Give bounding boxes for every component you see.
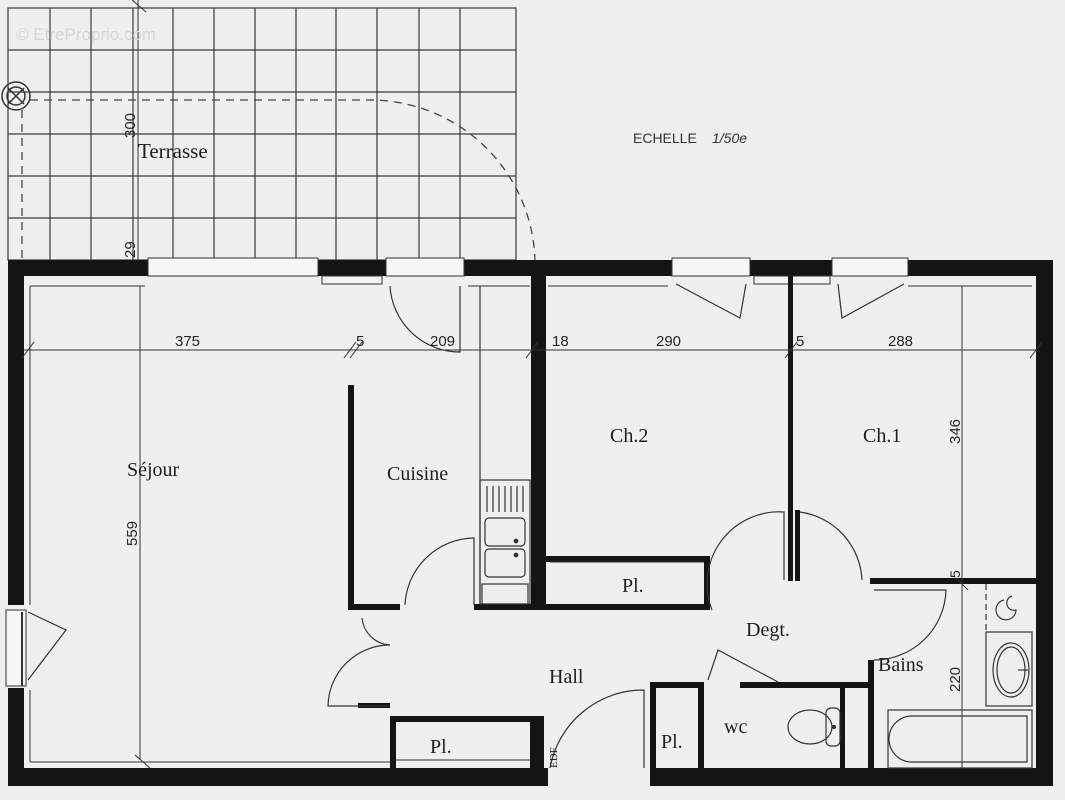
dim-ch1-depth: 346: [947, 419, 964, 444]
dim-terrasse-offset: 29: [122, 241, 139, 258]
dim-terrasse-depth: 300: [122, 113, 139, 138]
terrace-tile-grid: [7, 7, 517, 261]
dim-ch1-gap: 5: [796, 333, 804, 350]
dim-sejour-depth: 559: [124, 521, 141, 546]
room-label-sejour: Séjour: [127, 459, 180, 481]
outdoor-light-icon: [1, 81, 31, 111]
dim-bains-gap: 5: [947, 570, 963, 578]
dim-ch2-gap: 18: [552, 333, 569, 350]
room-label-terrasse: Terrasse: [138, 139, 208, 163]
kitchen-sink-icon: [479, 286, 531, 605]
room-label-placard-wc: Pl.: [661, 731, 683, 753]
edf-meter-label: EDF: [548, 747, 560, 768]
dim-ch1-width: 288: [888, 333, 913, 350]
room-label-bains: Bains: [878, 654, 924, 676]
water-heater-icon: [985, 584, 1017, 632]
door-swings: [27, 283, 947, 769]
dim-ch2-width: 290: [656, 333, 681, 350]
room-label-placard-ch2: Pl.: [622, 575, 644, 597]
dimension-lines: [21, 286, 1043, 769]
washbasin-icon: [985, 631, 1033, 707]
dim-bains-depth: 220: [947, 667, 964, 692]
dim-cuisine-gap: 5: [356, 333, 364, 350]
room-label-wc: wc: [724, 716, 747, 738]
room-label-cuisine: Cuisine: [387, 463, 448, 485]
scale-value: 1/50e: [712, 130, 747, 146]
room-label-ch2: Ch.2: [610, 425, 648, 447]
awning-outline: [30, 99, 536, 263]
bathtub-icon: [887, 709, 1033, 769]
room-label-hall: Hall: [549, 666, 584, 688]
room-label-placard-hall: Pl.: [430, 736, 452, 758]
dim-sejour-width: 375: [175, 333, 200, 350]
scale-label: ECHELLE: [633, 130, 697, 146]
room-label-ch1: Ch.1: [863, 425, 901, 447]
exterior-walls: [8, 260, 1053, 786]
room-label-degagement: Degt.: [746, 619, 790, 641]
dim-cuisine-width: 209: [430, 333, 455, 350]
toilet-icon: [787, 707, 841, 747]
watermark: © EtreProprio.com: [16, 25, 156, 44]
